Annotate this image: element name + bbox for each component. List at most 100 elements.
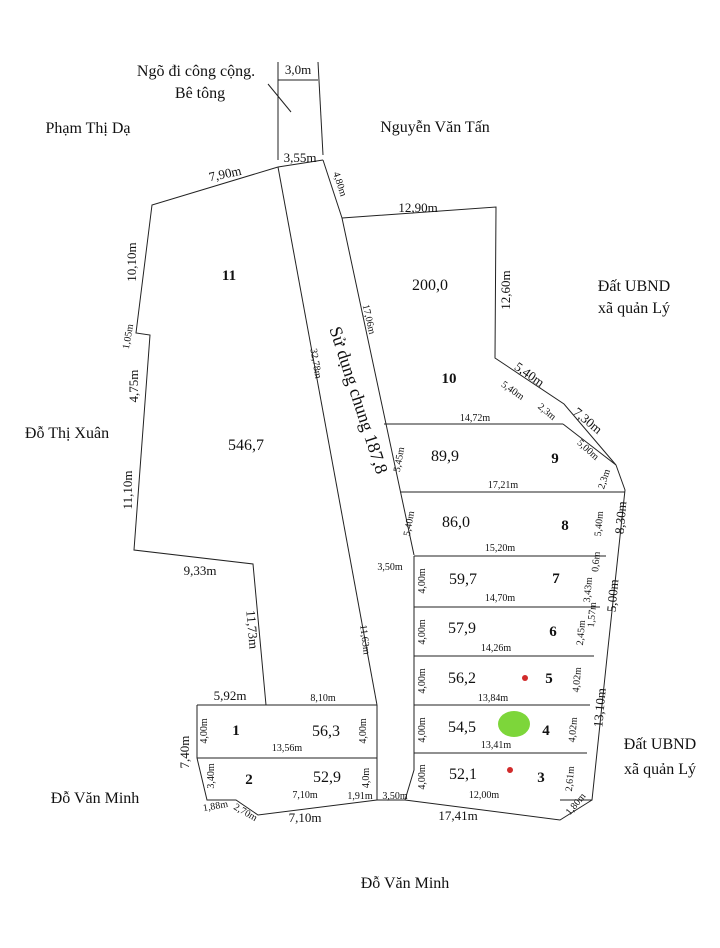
neighbor-southwest: Đỗ Văn Minh [51,790,140,807]
dim-7-40: 7,40m [177,736,192,769]
dim-2-3: 2,3m [535,401,558,423]
dim-13-56: 13,56m [272,743,303,754]
lot-3-number: 3 [537,770,545,786]
dim-12-00: 12,00m [469,790,500,801]
lot-1-area: 56,3 [312,723,340,740]
lot-1-number: 1 [232,723,240,739]
tree-marker [498,711,530,737]
dim-32-78: 32,78m [307,348,323,380]
dim-11-63: 11,63m [357,624,372,655]
dim-12-90: 12,90m [398,200,437,215]
lane-leader-line [267,83,292,113]
dim-13-41: 13,41m [481,740,512,751]
dim-11-10: 11,10m [120,471,135,510]
dim-2-61: 2,61m [564,765,577,791]
lot-2-area: 52,9 [313,769,341,786]
lots-3-7-west-edge [404,556,415,801]
dim-14-26: 14,26m [481,643,512,654]
lot-9-area: 89,9 [431,448,459,465]
dim-5-40-a: 5,40m [512,359,548,390]
neighbor-east-bottom-line2: xã quản Lý [624,761,696,778]
dim-17-21: 17,21m [488,480,519,491]
dim-1-88: 1,88m [202,799,229,814]
dim-4-0: 4,0m [361,768,372,789]
lot-7-number: 7 [552,571,560,587]
neighbor-northeast: Nguyễn Văn Tấn [380,119,490,136]
dim-13-10: 13,10m [590,687,608,728]
lot-5-area: 56,2 [448,670,476,687]
dim-13-84: 13,84m [478,693,509,704]
lot-4-area: 54,5 [448,719,476,736]
point-marker-lot-5 [522,675,528,681]
dim-5-40-d: 5,40m [593,510,606,536]
shared-area-label: Sử dụng chung 187,8 [325,324,392,476]
dim-5-40-b: 5,40m [499,379,526,403]
lot-11-area: 546,7 [228,437,264,454]
dim-4-00-lot1-e: 4,00m [358,718,369,744]
dim-4-02-b: 4,02m [567,716,580,742]
shared-road-top [277,159,324,168]
dim-5-00-b: 5,00m [604,579,622,613]
dim-3-40: 3,40m [206,763,217,789]
lot-6-area: 57,9 [448,620,476,637]
dim-4-00-lot3: 4,00m [417,764,428,790]
lot-9-northeast [562,423,617,466]
dim-3-43: 3,43m [582,576,595,602]
dim-5-00-a: 5,00m [575,438,601,463]
lot-3-area: 52,1 [449,766,477,783]
dim-4-00-lot6: 4,00m [417,619,428,645]
dim-5-92: 5,92m [214,688,247,703]
dim-4-00-lot5: 4,00m [417,668,428,694]
dim-4-02-a: 4,02m [571,666,584,692]
dim-12-60: 12,60m [498,270,513,309]
neighbor-east-top-line2: xã quản Lý [598,300,670,317]
dim-1-57: 1,57m [586,601,599,627]
dim-17-41: 17,41m [438,808,477,823]
dim-9-33: 9,33m [184,563,217,578]
lot-11-west-boundary [133,166,279,706]
dim-1-05: 1,05m [121,323,136,350]
east-boundary [560,464,626,801]
lot-1-2-west-south-boundary [196,705,378,816]
point-marker-lot-3 [507,767,513,773]
neighbor-east-top-line1: Đất UBND [598,278,670,295]
dim-2-3-b: 2,3m [596,468,613,491]
dim-3-50-b: 3,50m [382,791,408,802]
dim-1-91: 1,91m [347,791,373,802]
neighbor-northwest: Phạm Thị Dạ [45,120,130,137]
south-frontage [377,799,593,821]
boundary-lines [133,61,626,821]
dim-8-30: 8,30m [612,501,630,535]
dim-7-10-b: 7,10m [289,810,322,825]
dim-5-40-c: 5,40m [402,510,417,537]
dim-10-10: 10,10m [124,242,139,281]
lot-9-number: 9 [551,451,559,467]
lot-4-number: 4 [542,723,550,739]
dim-4-00-lot1-w: 4,00m [199,718,210,744]
dim-14-70: 14,70m [485,593,516,604]
dim-2-70: 2,70m [232,802,260,824]
neighbor-west: Đỗ Thị Xuân [25,425,109,442]
dim-3-50-a: 3,50m [377,562,403,573]
lot-5-number: 5 [545,671,553,687]
lot-labels: 11 546,7 200,0 10 89,9 9 86,0 8 59,7 7 5… [222,268,569,788]
dimension-labels: 3,55m 7,90m 4,80m 12,90m 10,10m 1,05m 4,… [120,150,629,825]
road-label-line2: Bê tông [175,85,225,102]
lot-10-boundary [341,206,617,466]
dim-0-6: 0,6m [590,551,603,572]
dim-7-10-a: 7,10m [292,790,318,801]
dim-11-73: 11,73m [243,610,261,650]
dim-4-80: 4,80m [330,171,348,199]
lane-right-edge [317,61,324,156]
dim-17-06: 17,06m [360,303,378,335]
lot-11-number: 11 [222,268,236,284]
dim-2-45: 2,45m [575,619,588,645]
dim-3-55: 3,55m [284,150,317,165]
lot-8-area: 86,0 [442,514,470,531]
dim-15-20: 15,20m [485,543,516,554]
dim-14-72: 14,72m [460,413,491,424]
dim-7-90: 7,90m [207,163,242,185]
lot-7-area: 59,7 [449,571,477,588]
dim-5-45: 5,45m [392,446,407,473]
